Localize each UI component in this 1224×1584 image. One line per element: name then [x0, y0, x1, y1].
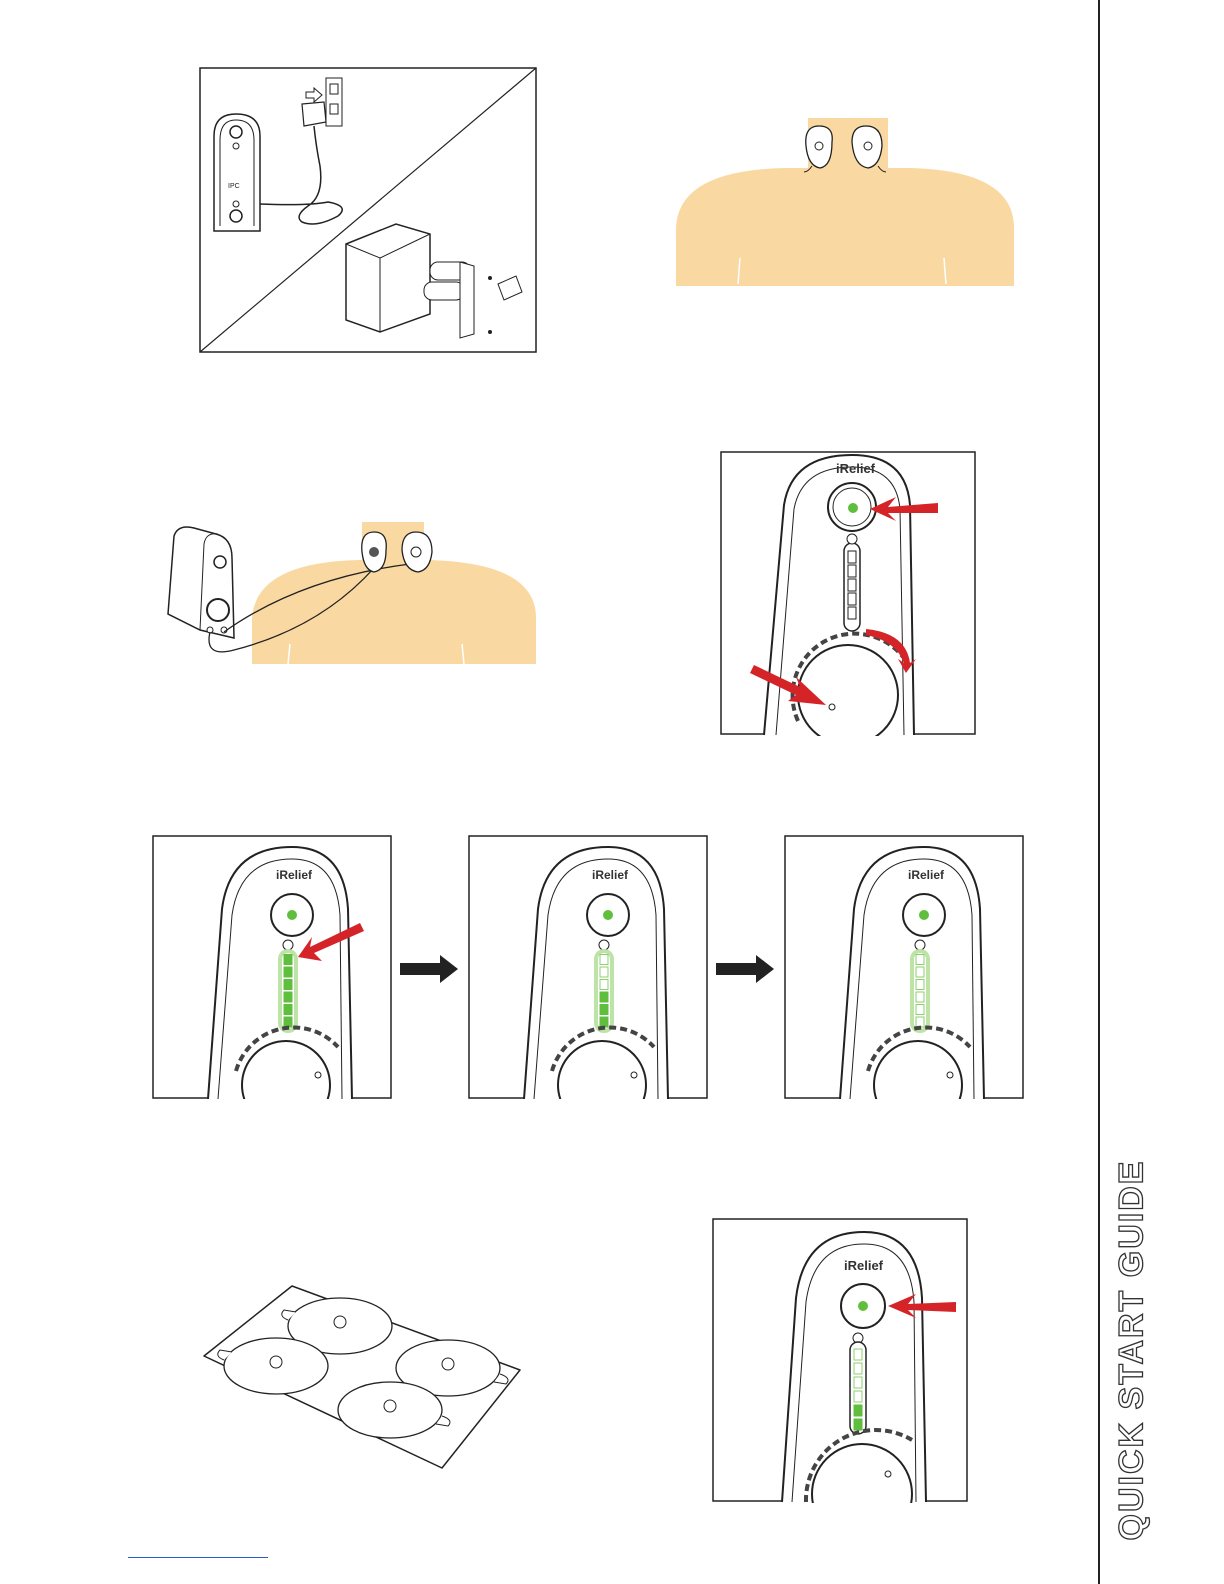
figure-device-connected — [160, 518, 540, 668]
timer-segment — [600, 980, 608, 990]
power-indicator-light-f7 — [858, 1301, 868, 1311]
figure-electrode-sheet — [200, 1280, 530, 1480]
timer-segment — [284, 967, 292, 977]
arrow-right-icon-1 — [400, 955, 460, 983]
power-indicator-light-t2 — [603, 910, 613, 920]
clock-icon-t1 — [283, 940, 293, 950]
power-indicator-light-t3 — [919, 910, 929, 920]
device-brand-label-t1: iRelief — [276, 868, 313, 882]
device-brand-label-f7: iRelief — [844, 1258, 884, 1273]
figure-timer-step-3: iRelief — [784, 835, 1024, 1099]
timer-segment — [284, 980, 292, 990]
timer-segment — [284, 1005, 292, 1015]
timer-segment — [284, 1017, 292, 1027]
device-brand-label-t2: iRelief — [592, 868, 629, 882]
timer-segment — [854, 1349, 862, 1360]
timer-segment — [600, 955, 608, 965]
timer-segment — [916, 955, 924, 965]
side-title-text: QUICK START GUIDE — [1113, 1160, 1152, 1541]
timer-segment — [600, 1005, 608, 1015]
timer-segment — [916, 1005, 924, 1015]
timer-segment — [854, 1391, 862, 1402]
power-indicator-light — [848, 503, 858, 513]
figure-electrode-placement — [676, 108, 1016, 288]
electrode-pad-left-2 — [362, 532, 387, 572]
timer-segment — [916, 1017, 924, 1027]
figure-power-on-dial: iRelief — [720, 451, 976, 736]
timer-segment — [854, 1405, 862, 1416]
clock-icon-t3 — [915, 940, 925, 950]
timer-segment — [600, 967, 608, 977]
figure-power-off: iRelief — [712, 1218, 968, 1503]
clock-icon-t2 — [599, 940, 609, 950]
timer-segment — [916, 992, 924, 1002]
clock-icon — [847, 534, 857, 544]
power-indicator-light-t1 — [287, 910, 297, 920]
device-side-sketch — [168, 527, 234, 638]
shoulders-silhouette — [676, 168, 1014, 286]
figure-power-options: IPC — [198, 66, 538, 354]
timer-segment — [916, 980, 924, 990]
timer-segment — [600, 1017, 608, 1027]
timer-segment — [600, 992, 608, 1002]
timer-segment — [854, 1377, 862, 1388]
sidebar-divider — [1098, 0, 1100, 1584]
timer-segment — [284, 955, 292, 965]
arrow-right-icon-2 — [716, 955, 776, 983]
device-brand-label: iRelief — [836, 461, 876, 476]
timer-segment — [916, 967, 924, 977]
figure-timer-step-2: iRelief — [468, 835, 708, 1099]
shoulders-silhouette-2 — [252, 560, 536, 664]
timer-segment — [284, 992, 292, 1002]
intensity-dial — [798, 645, 898, 736]
device-front-sketch: IPC — [214, 114, 260, 231]
figure-timer-step-1: iRelief — [152, 835, 392, 1099]
timer-segment — [854, 1363, 862, 1374]
footer-link-underline — [128, 1557, 268, 1558]
device-brand-label-t3: iRelief — [908, 868, 945, 882]
timer-segment — [854, 1419, 862, 1430]
device-port-label: IPC — [228, 183, 240, 190]
